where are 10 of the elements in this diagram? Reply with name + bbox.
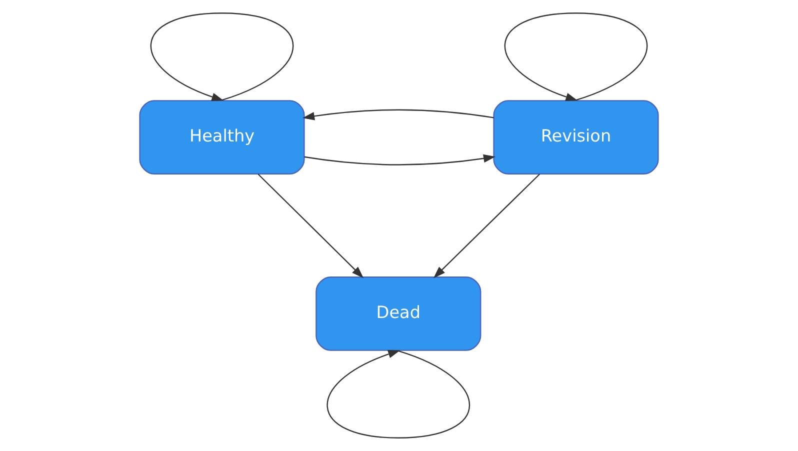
arrow (150, 12, 294, 101)
arrow (258, 174, 364, 278)
arrow (433, 174, 540, 278)
arrow (302, 109, 494, 120)
node-box: Revision (493, 100, 659, 174)
arrow (504, 12, 648, 101)
arrow (304, 154, 496, 166)
arrow (326, 350, 470, 438)
node-box: Healthy (139, 100, 305, 174)
node-box: Dead (316, 276, 482, 351)
